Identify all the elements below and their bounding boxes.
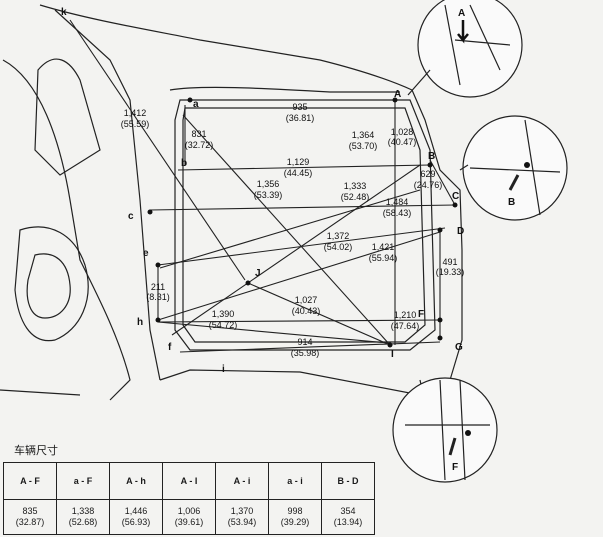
dim-h-F-in: (47.64) [391, 321, 420, 331]
dim-D-G-mm: 491 [442, 257, 457, 267]
point-h-label: h [137, 317, 143, 328]
measurement-lines [69, 19, 456, 353]
dim-A-I-mm: 1,028 [391, 127, 414, 137]
dim-a-b-mm: 831 [191, 129, 206, 139]
dim-k-in: (55.59) [121, 119, 150, 129]
value-in: (32.87) [15, 517, 45, 527]
table-value-cell: 835(32.87) [3, 499, 57, 535]
point-F-label: F [418, 309, 424, 320]
dim-c-C-mm: 1,484 [386, 197, 409, 207]
dim-c-C-in: (58.43) [383, 208, 412, 218]
dim-a-A-mm: 935 [292, 102, 307, 112]
table-value-cell: 998(39.29) [268, 499, 322, 535]
dim-f-G-mm: 914 [297, 337, 312, 347]
point-B-label: B [428, 151, 435, 162]
table-header-cell: B - D [321, 462, 375, 500]
table-header-cell: A - i [215, 462, 269, 500]
dim-f-G-in: (35.98) [291, 348, 320, 358]
dim-D-G-in: (19.33) [436, 267, 465, 277]
dim-e-D-mm: 1,372 [327, 231, 350, 241]
value-in: (39.29) [280, 517, 310, 527]
value-in: (39.61) [174, 517, 204, 527]
value-mm: 1,446 [124, 506, 148, 516]
table-value-cell: 1,446(56.93) [109, 499, 163, 535]
arrow-A-icon [457, 20, 469, 44]
dim-e-D-in: (54.02) [324, 242, 353, 252]
point-k-label: k [61, 7, 67, 18]
table-value-cell: 1,006(39.61) [162, 499, 216, 535]
dim-diag1-mm: 1,364 [352, 130, 375, 140]
point-b-label: b [181, 158, 187, 169]
dim-h-I-in: (54.72) [209, 320, 238, 330]
table-value-cell: 354(13.94) [321, 499, 375, 535]
dim-a-b-in: (32.72) [185, 140, 214, 150]
table-header-cell: A - F [3, 462, 57, 500]
value-mm: 998 [287, 506, 303, 516]
table-caption: 车辆尺寸 [14, 444, 58, 457]
reference-points [147, 97, 530, 436]
dim-h-I-mm: 1,390 [212, 309, 235, 319]
dim-J-i-in: (40.43) [292, 306, 321, 316]
value-mm: 835 [22, 506, 38, 516]
table-header-cell: a - i [268, 462, 322, 500]
dim-diag3-in: (55.94) [369, 253, 398, 263]
point-C-label: C [452, 191, 459, 202]
dim-diag3-mm: 1,421 [372, 242, 395, 252]
table-value-cell: 1,338(52.68) [56, 499, 110, 535]
dim-J-i-mm: 1,027 [295, 295, 318, 305]
point-f-label: f [168, 342, 172, 353]
point-A-detail-label: A [458, 8, 465, 19]
detail-callout-B [459, 115, 568, 221]
point-D-label: D [457, 226, 464, 237]
point-c-label: c [128, 211, 134, 222]
table-value-cell: 1,370(53.94) [215, 499, 269, 535]
table-header-cell: A - h [109, 462, 163, 500]
dim-b-B-in: (44.45) [284, 168, 313, 178]
dim-A-I-in: (40.47) [388, 137, 417, 147]
dim-e-h-in: (8.31) [146, 292, 170, 302]
vehicle-body-outline [0, 4, 471, 471]
dim-a-I-in: (53.39) [254, 190, 283, 200]
dim-B-C-mm: 629 [420, 169, 435, 179]
dim-B-C-in: (24.76) [414, 180, 443, 190]
point-a-label: a [193, 99, 199, 110]
detail-callout-A [407, 0, 523, 98]
dim-k-mm: 1,412 [124, 108, 147, 118]
point-I-label: I [391, 349, 394, 360]
point-J-label: J [255, 268, 261, 279]
dim-h-F-mm: 1,210 [394, 310, 417, 320]
dim-a-I-mm: 1,356 [257, 179, 280, 189]
dim-diag2-mm: 1,333 [344, 181, 367, 191]
dim-b-B-mm: 1,129 [287, 157, 310, 167]
detail-callout-F [392, 377, 498, 483]
point-A-label: A [394, 89, 401, 100]
point-F-detail-label: F [452, 462, 458, 473]
value-in: (56.93) [121, 517, 151, 527]
point-G-label: G [455, 342, 463, 353]
dim-diag1-in: (53.70) [349, 141, 378, 151]
dim-e-h-mm: 211 [151, 282, 165, 292]
value-in: (53.94) [227, 517, 257, 527]
value-in: (52.68) [68, 517, 98, 527]
dimension-table: A - F a - F A - h A - I A - i a - i B - … [3, 462, 375, 535]
value-mm: 1,370 [230, 506, 254, 516]
point-i-label: i [222, 364, 225, 375]
table-value-row: 835(32.87) 1,338(52.68) 1,446(56.93) 1,0… [3, 499, 375, 535]
value-mm: 1,006 [177, 506, 201, 516]
point-B-detail-label: B [508, 197, 515, 208]
dim-a-A-in: (36.81) [286, 113, 315, 123]
value-in: (13.94) [333, 517, 363, 527]
table-header-cell: a - F [56, 462, 110, 500]
table-header-cell: A - I [162, 462, 216, 500]
dim-diag2-in: (52.48) [341, 192, 370, 202]
value-mm: 354 [340, 506, 356, 516]
table-header-row: A - F a - F A - h A - I A - i a - i B - … [3, 462, 375, 500]
value-mm: 1,338 [71, 506, 95, 516]
point-e-label: e [143, 248, 149, 259]
